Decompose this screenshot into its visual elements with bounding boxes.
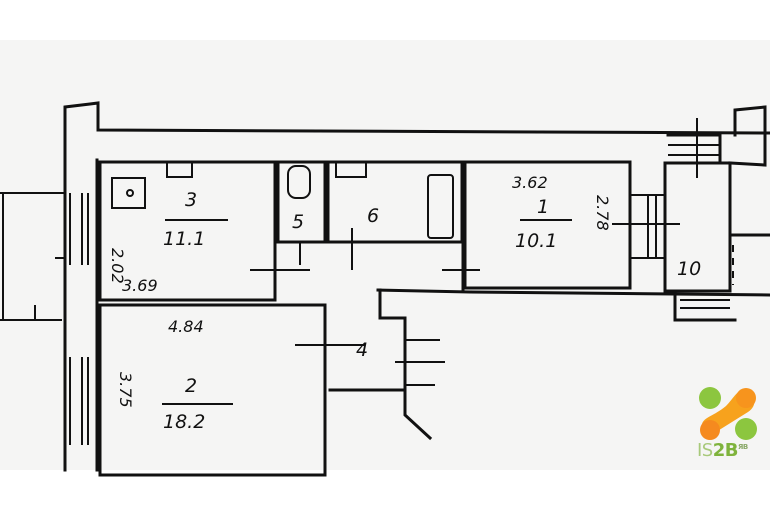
room-5-number: 5 <box>292 211 304 233</box>
plan-background <box>0 40 770 470</box>
room-1-length: 3.62 <box>512 173 548 192</box>
room-2-number: 2 <box>185 375 197 397</box>
washbasin-icon <box>335 161 367 178</box>
room-3-area: 11.1 <box>163 228 205 250</box>
toilet-icon <box>287 165 311 199</box>
room-1-area: 10.1 <box>515 230 557 252</box>
room-10-walls <box>663 105 770 322</box>
room-2-length: 4.84 <box>168 317 204 336</box>
room-10-number: 10 <box>677 258 701 280</box>
room-1-width: 2.78 <box>593 195 612 231</box>
stove-burner <box>126 189 134 197</box>
brand-superscript: ЯВ <box>737 443 748 451</box>
brand-text-2b: 2B <box>712 440 739 461</box>
stove-icon <box>111 177 146 209</box>
room-2-walls <box>98 303 327 477</box>
sink-icon <box>166 161 193 178</box>
room-6-walls <box>326 160 464 244</box>
is2b-logo-icon <box>699 387 757 440</box>
room-4-number: 4 <box>356 339 368 361</box>
room-6-number: 6 <box>367 205 379 227</box>
window-room-1 <box>612 194 680 259</box>
room-3-length: 3.69 <box>122 276 158 295</box>
window-left-top <box>69 193 89 265</box>
room-2-area: 18.2 <box>163 411 205 433</box>
window-left-bottom <box>69 357 89 445</box>
room-3-width: 2.02 <box>108 248 127 284</box>
outer-walls <box>0 101 770 472</box>
room-2-width: 3.75 <box>116 372 135 408</box>
brand-text-is: IS <box>697 440 713 461</box>
is2b-brand-text: IS2BЯВ <box>697 440 748 461</box>
room-5-walls <box>276 160 327 244</box>
bathtub-icon <box>427 174 454 239</box>
room-3-number: 3 <box>185 189 197 211</box>
room-1-number: 1 <box>537 196 549 218</box>
